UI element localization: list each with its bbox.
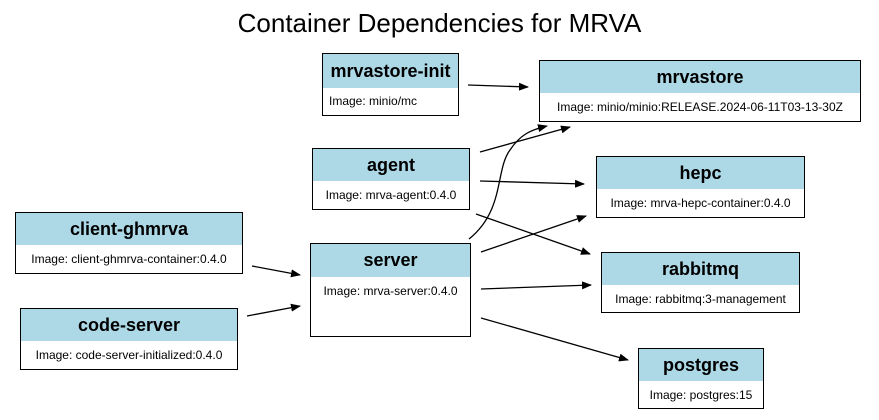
edge-client-ghmrva-to-server	[251, 265, 301, 278]
node-title: server	[311, 244, 470, 277]
node-image: Image: rabbitmq:3-management	[615, 291, 786, 306]
edge-server-to-hepc	[480, 215, 587, 253]
node-title: agent	[313, 149, 469, 181]
node-agent[interactable]: agent Image: mrva-agent:0.4.0	[312, 148, 470, 210]
node-image: Image: mrva-server:0.4.0	[323, 284, 458, 298]
edge-code-server-to-server	[246, 303, 301, 317]
node-client-ghmrva[interactable]: client-ghmrva Image: client-ghmrva-conta…	[15, 212, 243, 274]
edge-agent-to-mrvastore	[479, 125, 571, 153]
node-title: hepc	[597, 157, 804, 189]
node-mrvastore[interactable]: mrvastore Image: minio/minio:RELEASE.202…	[539, 60, 861, 122]
node-image: Image: client-ghmrva-container:0.4.0	[31, 252, 227, 266]
node-title: code-server	[21, 309, 237, 341]
edge-server-to-rabbitmq	[480, 281, 592, 290]
node-image: Image: postgres:15	[649, 387, 753, 402]
node-image: Image: code-server-initialized:0.4.0	[35, 348, 223, 362]
node-image: Image: mrva-agent:0.4.0	[325, 188, 457, 202]
node-server[interactable]: server Image: mrva-server:0.4.0	[310, 243, 471, 337]
node-postgres[interactable]: postgres Image: postgres:15	[638, 348, 764, 409]
node-mrvastore-init[interactable]: mrvastore-init Image: minio/mc	[322, 53, 459, 116]
node-image: Image: mrva-hepc-container:0.4.0	[610, 196, 791, 210]
diagram-title: Container Dependencies for MRVA	[237, 8, 642, 38]
edge-server-to-postgres	[480, 317, 629, 362]
node-title: mrvastore-init	[323, 54, 458, 88]
node-title: mrvastore	[540, 61, 860, 93]
edge-mrvastore-init-to-mrvastore	[467, 82, 529, 91]
node-title: rabbitmq	[602, 253, 799, 285]
edge-server-to-mrvastore	[468, 124, 548, 240]
edge-agent-to-hepc	[479, 179, 585, 188]
node-image: Image: minio/mc	[329, 94, 418, 108]
node-title: postgres	[639, 349, 763, 381]
node-code-server[interactable]: code-server Image: code-server-initializ…	[20, 308, 238, 370]
node-rabbitmq[interactable]: rabbitmq Image: rabbitmq:3-management	[601, 252, 800, 313]
node-title: client-ghmrva	[16, 213, 242, 245]
node-hepc[interactable]: hepc Image: mrva-hepc-container:0.4.0	[596, 156, 805, 218]
node-image: Image: minio/minio:RELEASE.2024-06-11T03…	[557, 100, 843, 114]
